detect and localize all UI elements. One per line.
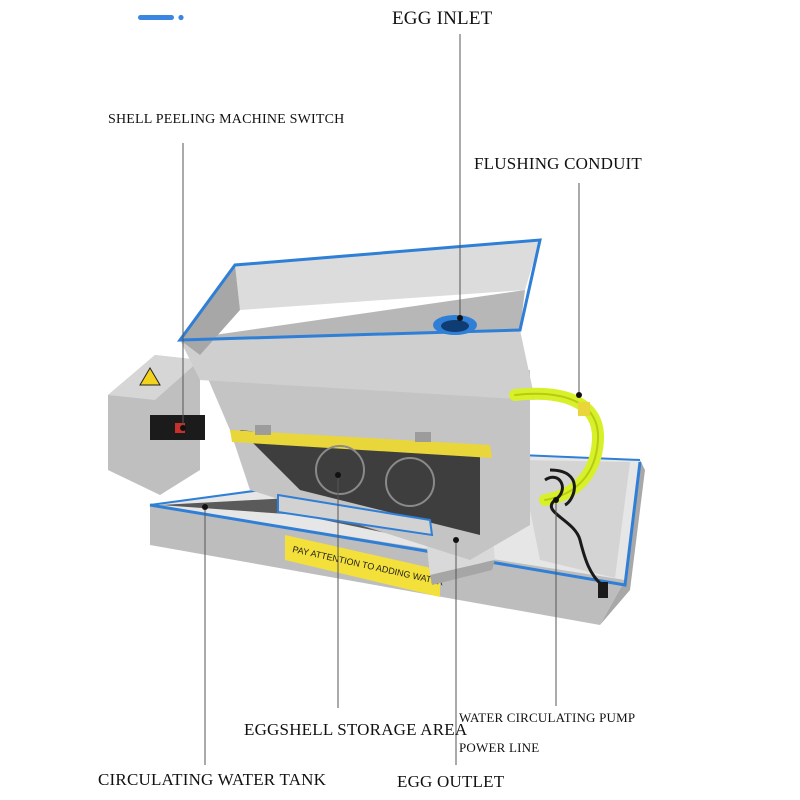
- egg-inlet-hopper: [176, 238, 542, 400]
- label-flushing-conduit: FLUSHING CONDUIT: [474, 154, 643, 173]
- pump-power-cable: [544, 468, 608, 598]
- blue-dash-icon: [138, 14, 184, 21]
- flushing-conduit-hose: [509, 387, 605, 506]
- peeling-chamber: [108, 355, 530, 560]
- label-egg-inlet: EGG INLET: [392, 8, 493, 29]
- label-shell-peeling-switch: SHELL PEELING MACHINE SWITCH: [108, 112, 345, 127]
- label-circulating-water-tank: CIRCULATING WATER TANK: [98, 770, 327, 789]
- label-eggshell-storage-area: EGGSHELL STORAGE AREA: [244, 720, 468, 739]
- leader-lines: [182, 34, 580, 765]
- label-water-circulating-pump: WATER CIRCULATING PUMP: [459, 710, 636, 725]
- leader-dots: [180, 315, 582, 543]
- label-power-line: POWER LINE: [459, 740, 540, 755]
- label-egg-outlet: EGG OUTLET: [397, 772, 505, 791]
